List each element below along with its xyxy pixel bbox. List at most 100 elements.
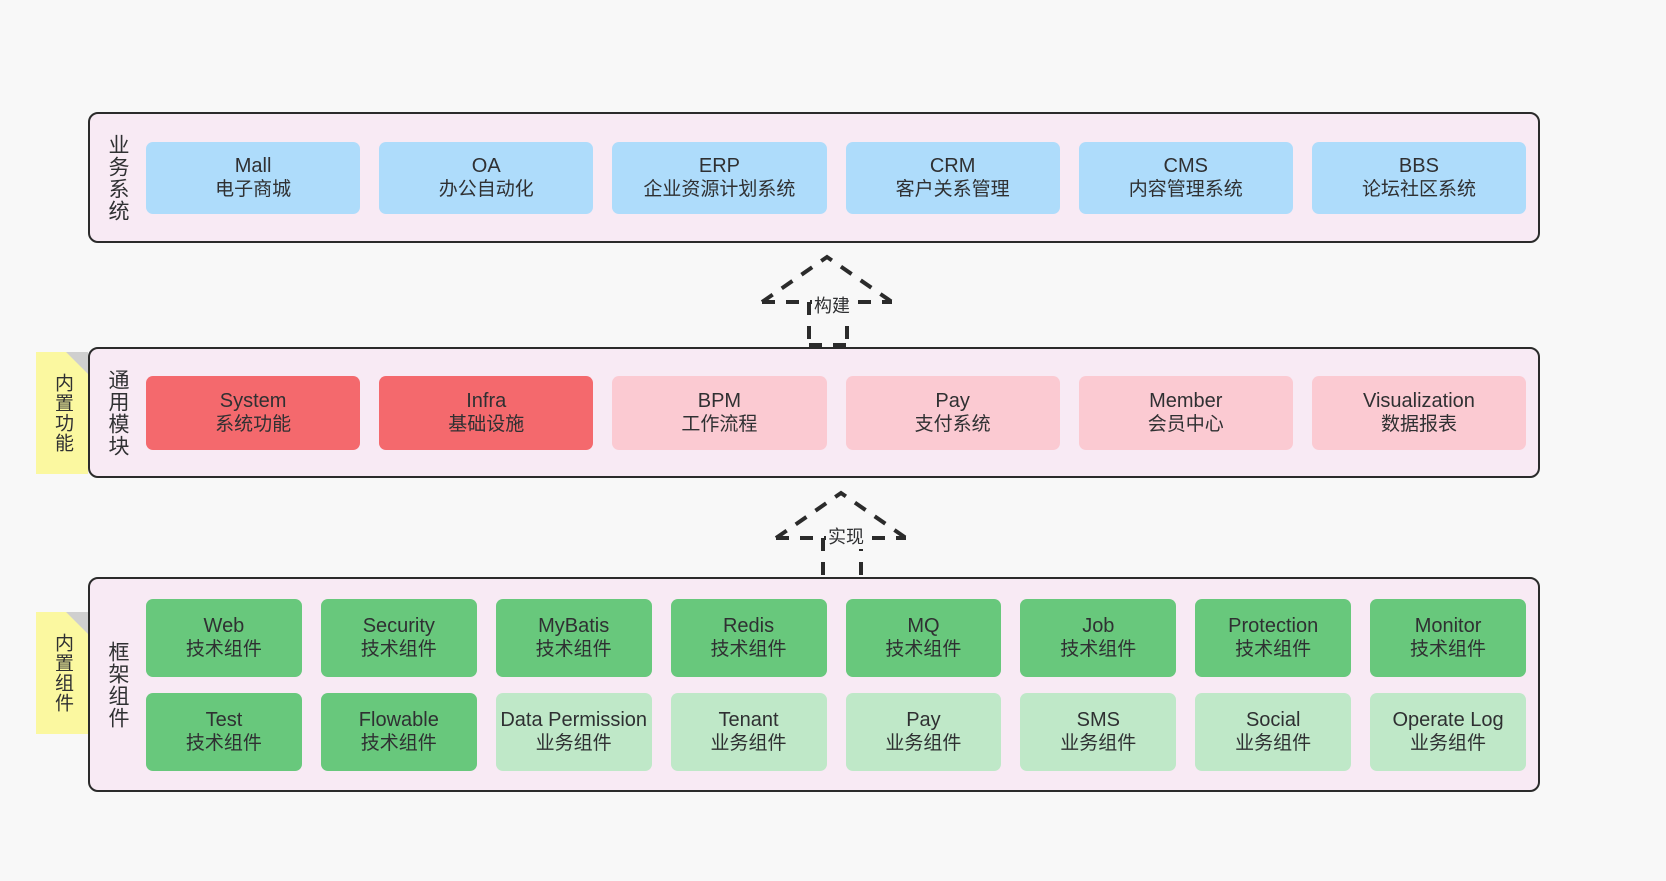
node-subtitle: 技术组件 (185, 733, 262, 755)
node-subtitle: 业务组件 (1060, 733, 1137, 755)
node-protection[interactable]: Protection 技术组件 (1195, 598, 1352, 677)
node-title: BPM (697, 389, 742, 412)
node-subtitle: 客户关系管理 (895, 179, 1010, 201)
node-title: Monitor (1414, 614, 1482, 637)
node-title: Pay (906, 708, 941, 731)
arrow-head-triangle (760, 254, 894, 304)
node-data-permission[interactable]: Data Permission 业务组件 (495, 692, 652, 771)
connector-label-realize: 实现 (826, 523, 866, 549)
node-subtitle: 技术组件 (1235, 639, 1312, 661)
connector-label-build: 构建 (812, 292, 852, 318)
node-mybatis[interactable]: MyBatis 技术组件 (495, 598, 652, 677)
node-subtitle: 技术组件 (710, 639, 787, 661)
sticky-note-label: 内置组件 (51, 633, 73, 713)
node-visualization[interactable]: Visualization 数据报表 (1311, 375, 1527, 450)
node-subtitle: 技术组件 (885, 639, 962, 661)
note-fold-icon (66, 612, 88, 634)
node-title: CMS (1163, 154, 1208, 177)
node-pay-component[interactable]: Pay 业务组件 (845, 692, 1002, 771)
node-subtitle: 论坛社区系统 (1361, 179, 1476, 201)
node-mall[interactable]: Mall 电子商城 (146, 141, 361, 214)
node-title: Test (205, 708, 243, 731)
node-title: MQ (907, 614, 940, 637)
node-title: Social (1245, 708, 1301, 731)
layer-body-framework-components: Web 技术组件 Security 技术组件 MyBatis 技术组件 Redi… (138, 589, 1526, 780)
node-subtitle: 业务组件 (1235, 733, 1312, 755)
node-redis[interactable]: Redis 技术组件 (670, 598, 827, 677)
node-sms[interactable]: SMS 业务组件 (1020, 692, 1177, 771)
node-tenant[interactable]: Tenant 业务组件 (670, 692, 827, 771)
node-title: Pay (935, 389, 970, 412)
node-subtitle: 技术组件 (360, 639, 437, 661)
layer-business-systems: 业务系统 Mall 电子商城 OA 办公自动化 ERP 企业资源计划系统 CRM… (88, 112, 1540, 243)
node-crm[interactable]: CRM 客户关系管理 (845, 141, 1060, 214)
node-flowable[interactable]: Flowable 技术组件 (320, 692, 477, 771)
node-title: Operate Log (1392, 708, 1504, 731)
node-infra[interactable]: Infra 基础设施 (379, 375, 594, 450)
node-subtitle: 技术组件 (1060, 639, 1137, 661)
layer-row: Mall 电子商城 OA 办公自动化 ERP 企业资源计划系统 CRM 客户关系… (146, 141, 1527, 214)
node-cms[interactable]: CMS 内容管理系统 (1078, 141, 1293, 214)
node-operate-log[interactable]: Operate Log 业务组件 (1370, 692, 1526, 771)
node-title: Security (362, 614, 435, 637)
node-job[interactable]: Job 技术组件 (1020, 598, 1177, 677)
node-subtitle: 技术组件 (535, 639, 612, 661)
layer-title-framework-components: 框架组件 (106, 640, 130, 729)
node-web[interactable]: Web 技术组件 (146, 598, 302, 677)
layer-row: Test 技术组件 Flowable 技术组件 Data Permission … (146, 692, 1526, 771)
node-subtitle: 技术组件 (360, 733, 437, 755)
node-title: Data Permission (500, 708, 648, 731)
node-subtitle: 内容管理系统 (1128, 179, 1243, 201)
node-subtitle: 数据报表 (1380, 414, 1457, 436)
node-subtitle: 企业资源计划系统 (643, 179, 796, 201)
node-oa[interactable]: OA 办公自动化 (379, 141, 594, 214)
node-subtitle: 会员中心 (1147, 414, 1224, 436)
node-title: OA (471, 154, 501, 177)
layer-body-business-systems: Mall 电子商城 OA 办公自动化 ERP 企业资源计划系统 CRM 客户关系… (138, 124, 1527, 231)
layer-row: Web 技术组件 Security 技术组件 MyBatis 技术组件 Redi… (146, 598, 1526, 677)
node-bpm[interactable]: BPM 工作流程 (612, 375, 827, 450)
node-member[interactable]: Member 会员中心 (1078, 375, 1293, 450)
node-title: Web (203, 614, 245, 637)
node-bbs[interactable]: BBS 论坛社区系统 (1311, 141, 1527, 214)
node-title: Mall (234, 154, 272, 177)
node-subtitle: 支付系统 (914, 414, 991, 436)
layer-body-common-modules: System 系统功能 Infra 基础设施 BPM 工作流程 Pay 支付系统… (138, 359, 1527, 466)
layer-row: System 系统功能 Infra 基础设施 BPM 工作流程 Pay 支付系统… (146, 375, 1527, 450)
node-social[interactable]: Social 业务组件 (1195, 692, 1352, 771)
node-mq[interactable]: MQ 技术组件 (845, 598, 1002, 677)
note-fold-icon (66, 352, 88, 374)
node-subtitle: 基础设施 (448, 414, 525, 436)
node-subtitle: 业务组件 (885, 733, 962, 755)
node-security[interactable]: Security 技术组件 (320, 598, 477, 677)
node-title: Tenant (718, 708, 779, 731)
node-subtitle: 系统功能 (215, 414, 292, 436)
sticky-note-builtin-components: 内置组件 (36, 612, 88, 734)
node-subtitle: 技术组件 (185, 639, 262, 661)
arrow-head-triangle (774, 490, 908, 540)
node-subtitle: 业务组件 (1410, 733, 1487, 755)
node-monitor[interactable]: Monitor 技术组件 (1370, 598, 1526, 677)
node-subtitle: 电子商城 (215, 179, 292, 201)
layer-framework-components: 框架组件 Web 技术组件 Security 技术组件 MyBatis 技术组件… (88, 577, 1540, 792)
node-title: Protection (1228, 614, 1319, 637)
layer-title-common-modules: 通用模块 (106, 368, 130, 457)
node-title: Job (1082, 614, 1115, 637)
node-pay[interactable]: Pay 支付系统 (845, 375, 1060, 450)
node-title: Infra (466, 389, 507, 412)
node-title: System (219, 389, 287, 412)
sticky-note-builtin-functions: 内置功能 (36, 352, 88, 474)
node-system[interactable]: System 系统功能 (146, 375, 361, 450)
node-subtitle: 业务组件 (710, 733, 787, 755)
node-erp[interactable]: ERP 企业资源计划系统 (612, 141, 827, 214)
node-title: Visualization (1362, 389, 1475, 412)
layer-common-modules: 通用模块 System 系统功能 Infra 基础设施 BPM 工作流程 Pay… (88, 347, 1540, 478)
node-subtitle: 技术组件 (1410, 639, 1487, 661)
node-title: Flowable (358, 708, 439, 731)
node-title: Member (1149, 389, 1223, 412)
node-title: CRM (929, 154, 976, 177)
node-test[interactable]: Test 技术组件 (146, 692, 302, 771)
node-subtitle: 业务组件 (535, 733, 612, 755)
node-title: MyBatis (538, 614, 610, 637)
layer-title-business-systems: 业务系统 (106, 133, 130, 222)
